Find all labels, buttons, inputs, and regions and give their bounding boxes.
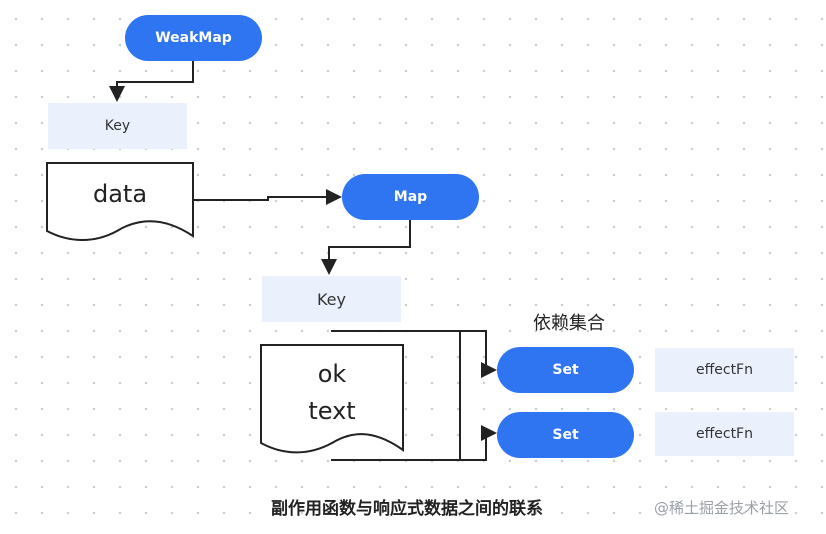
watermark: @稀土掘金技术社区 bbox=[654, 499, 790, 517]
ok-document-back-shape bbox=[331, 330, 461, 461]
dependency-set-label: 依赖集合 bbox=[533, 313, 605, 334]
key-box-2: Key bbox=[262, 276, 401, 322]
text-document-label: text bbox=[308, 397, 356, 425]
diagram-caption: 副作用函数与响应式数据之间的联系 bbox=[271, 499, 543, 519]
ok-document-label: ok bbox=[317, 360, 347, 388]
effectfn-box-1: effectFn bbox=[655, 348, 794, 392]
map-to-key-connector bbox=[321, 220, 411, 275]
data-to-map-connector bbox=[193, 189, 342, 205]
map-node: Map bbox=[342, 174, 479, 220]
key-box-1: Key bbox=[48, 103, 187, 149]
ok-document-shape bbox=[260, 344, 404, 454]
set-node-1: Set bbox=[497, 347, 634, 393]
set-node-2: Set bbox=[497, 412, 634, 458]
effectfn-box-2: effectFn bbox=[655, 412, 794, 456]
weakmap-node: WeakMap bbox=[125, 15, 262, 61]
weakmap-to-key-connector bbox=[109, 60, 194, 102]
data-document-shape bbox=[46, 162, 194, 241]
ok-to-set-connector bbox=[460, 330, 497, 378]
text-to-set-connector bbox=[460, 425, 497, 461]
data-document-label: data bbox=[92, 180, 148, 208]
